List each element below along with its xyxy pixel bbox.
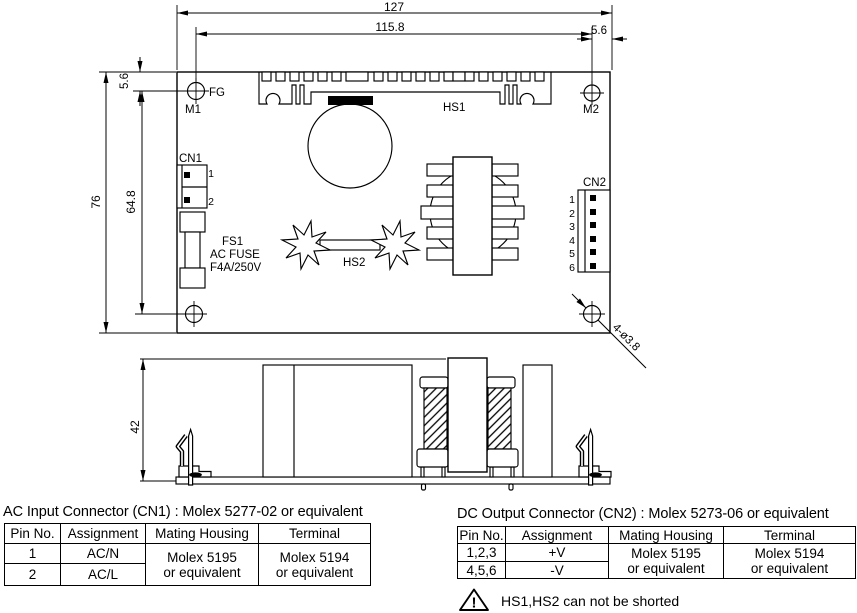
dc-col-header-terminal: Terminal: [723, 526, 856, 544]
ac-mating-line2: or equivalent: [163, 564, 241, 580]
mount-hole-bottom-left: [181, 301, 207, 327]
transformer-core: [452, 156, 493, 276]
warning-icon: !: [459, 588, 489, 612]
transformer-winding-left: [423, 387, 448, 450]
cn1-pin2-label: 2: [208, 196, 214, 208]
ac-col-header-pin: Pin No.: [4, 523, 61, 544]
cn1-pin1-square: [184, 172, 190, 178]
mount-clip-left: [178, 430, 211, 486]
mount-clip-right: [578, 430, 611, 486]
dc-terminal-line1: Molex 5194: [754, 546, 825, 561]
top-view: HS1 CN1 1 2 FS1 AC FUSE F4A/250V: [89, 0, 647, 369]
transformer-fins-right: [491, 163, 525, 261]
cn2-pin5-label: 5: [569, 248, 575, 260]
ac-col-header-assignment: Assignment: [60, 523, 146, 544]
cn1-connector: [176, 164, 208, 209]
transformer: [420, 156, 525, 276]
component-side-right: [522, 364, 553, 478]
cn1-pin2-square: [184, 197, 190, 203]
mount-hole-m1: [183, 78, 209, 104]
hs2-heatsink: [279, 218, 422, 272]
dc-row1-pin: 1,2,3: [457, 543, 506, 562]
hole-callout-label: 4-ø3.8: [610, 322, 642, 354]
dc-mating-line1: Molex 5195: [631, 546, 701, 561]
ac-terminal-cell: Molex 5194 or equivalent: [258, 543, 371, 586]
fuse-rating-label: F4A/250V: [210, 262, 261, 274]
dc-col-header-assignment: Assignment: [505, 526, 609, 544]
m1-label: M1: [185, 104, 201, 116]
transformer-winding-right: [487, 387, 512, 450]
dc-output-table-title: DC Output Connector (CN2) : Molex 5273-0…: [457, 506, 829, 522]
side-view: 42: [128, 357, 611, 491]
mount-hole-m2: [580, 81, 604, 105]
ac-row1-pin: 1: [4, 543, 61, 564]
dc-mating-line2: or equivalent: [627, 561, 705, 576]
dim-board-width: 127: [384, 0, 404, 14]
dc-row2-assignment: -V: [505, 561, 609, 579]
hs1-label: HS1: [443, 102, 465, 114]
ac-row2-assignment: AC/L: [60, 563, 146, 586]
cn2-pin3-label: 3: [569, 221, 575, 233]
warning-text: HS1,HS2 can not be shorted: [501, 593, 680, 609]
dim-m1-offset: 5.6: [119, 73, 131, 89]
ac-input-table: Pin No. Assignment Mating Housing Termin…: [4, 523, 371, 586]
cn2-pin2-label: 2: [569, 208, 575, 220]
dc-output-table: Pin No. Assignment Mating Housing Termin…: [457, 526, 856, 579]
fs1-label: FS1: [222, 236, 243, 248]
transformer-bobbin-side: [447, 357, 488, 473]
cn2-pin4-label: 4: [569, 235, 575, 247]
fuse-type-label: AC FUSE: [210, 249, 260, 261]
hs1-fins: [261, 71, 545, 82]
mechanical-drawing: HS1 CN1 1 2 FS1 AC FUSE F4A/250V: [89, 0, 647, 491]
top-view-dimensions: 127 115.8 5.6 5.6 76 64.8: [89, 0, 627, 334]
cn1-pin1-label: 1: [208, 168, 214, 180]
ac-row1-assignment: AC/N: [60, 543, 146, 564]
dc-col-header-pin: Pin No.: [457, 526, 506, 544]
ac-terminal-line1: Molex 5194: [279, 549, 350, 565]
warning-mark: !: [472, 595, 477, 612]
dc-mating-housing-cell: Molex 5195 or equivalent: [608, 543, 724, 579]
fs1-fuse: [179, 211, 206, 289]
dc-col-header-mating: Mating Housing: [608, 526, 724, 544]
hs2-label: HS2: [343, 257, 365, 269]
ac-mating-line1: Molex 5195: [167, 549, 237, 565]
capacitor: [307, 96, 393, 189]
ac-mating-housing-cell: Molex 5195 or equivalent: [145, 543, 259, 586]
cn2-pin1-label: 1: [569, 194, 575, 206]
hs1-side: [262, 364, 413, 478]
dc-row2-pin: 4,5,6: [457, 561, 506, 579]
ac-col-header-mating: Mating Housing: [145, 523, 259, 544]
dc-terminal-cell: Molex 5194 or equivalent: [723, 543, 856, 579]
hs1-heatsink: [258, 71, 552, 105]
cn1-label: CN1: [179, 153, 202, 165]
cn2-label: CN2: [583, 177, 606, 189]
dc-row1-assignment: +V: [505, 543, 609, 562]
cn2-connector: [577, 189, 611, 273]
ac-terminal-line2: or equivalent: [275, 564, 354, 580]
cn2-pin6-label: 6: [569, 262, 575, 274]
ac-input-table-title: AC Input Connector (CN1) : Molex 5277-02…: [3, 504, 363, 520]
dim-hole-span-x: 115.8: [375, 20, 404, 34]
pcb-side: [175, 476, 611, 485]
m2-label: M2: [583, 104, 599, 116]
ac-col-header-terminal: Terminal: [258, 523, 371, 544]
fg-label: FG: [209, 87, 225, 99]
dim-overall-height: 42: [128, 420, 142, 434]
transformer-side: [416, 357, 519, 491]
dc-terminal-line2: or equivalent: [750, 561, 829, 576]
dim-m2-offset: 5.6: [591, 25, 607, 37]
ac-row2-pin: 2: [4, 563, 61, 586]
dim-board-depth: 76: [89, 195, 103, 209]
pcb-outline: [176, 71, 611, 334]
warning-note: ! HS1,HS2 can not be shorted: [458, 587, 679, 613]
capacitor-tab: [328, 96, 373, 105]
dim-hole-span-y: 64.8: [124, 190, 138, 214]
mount-hole-bottom-right: [579, 301, 605, 327]
